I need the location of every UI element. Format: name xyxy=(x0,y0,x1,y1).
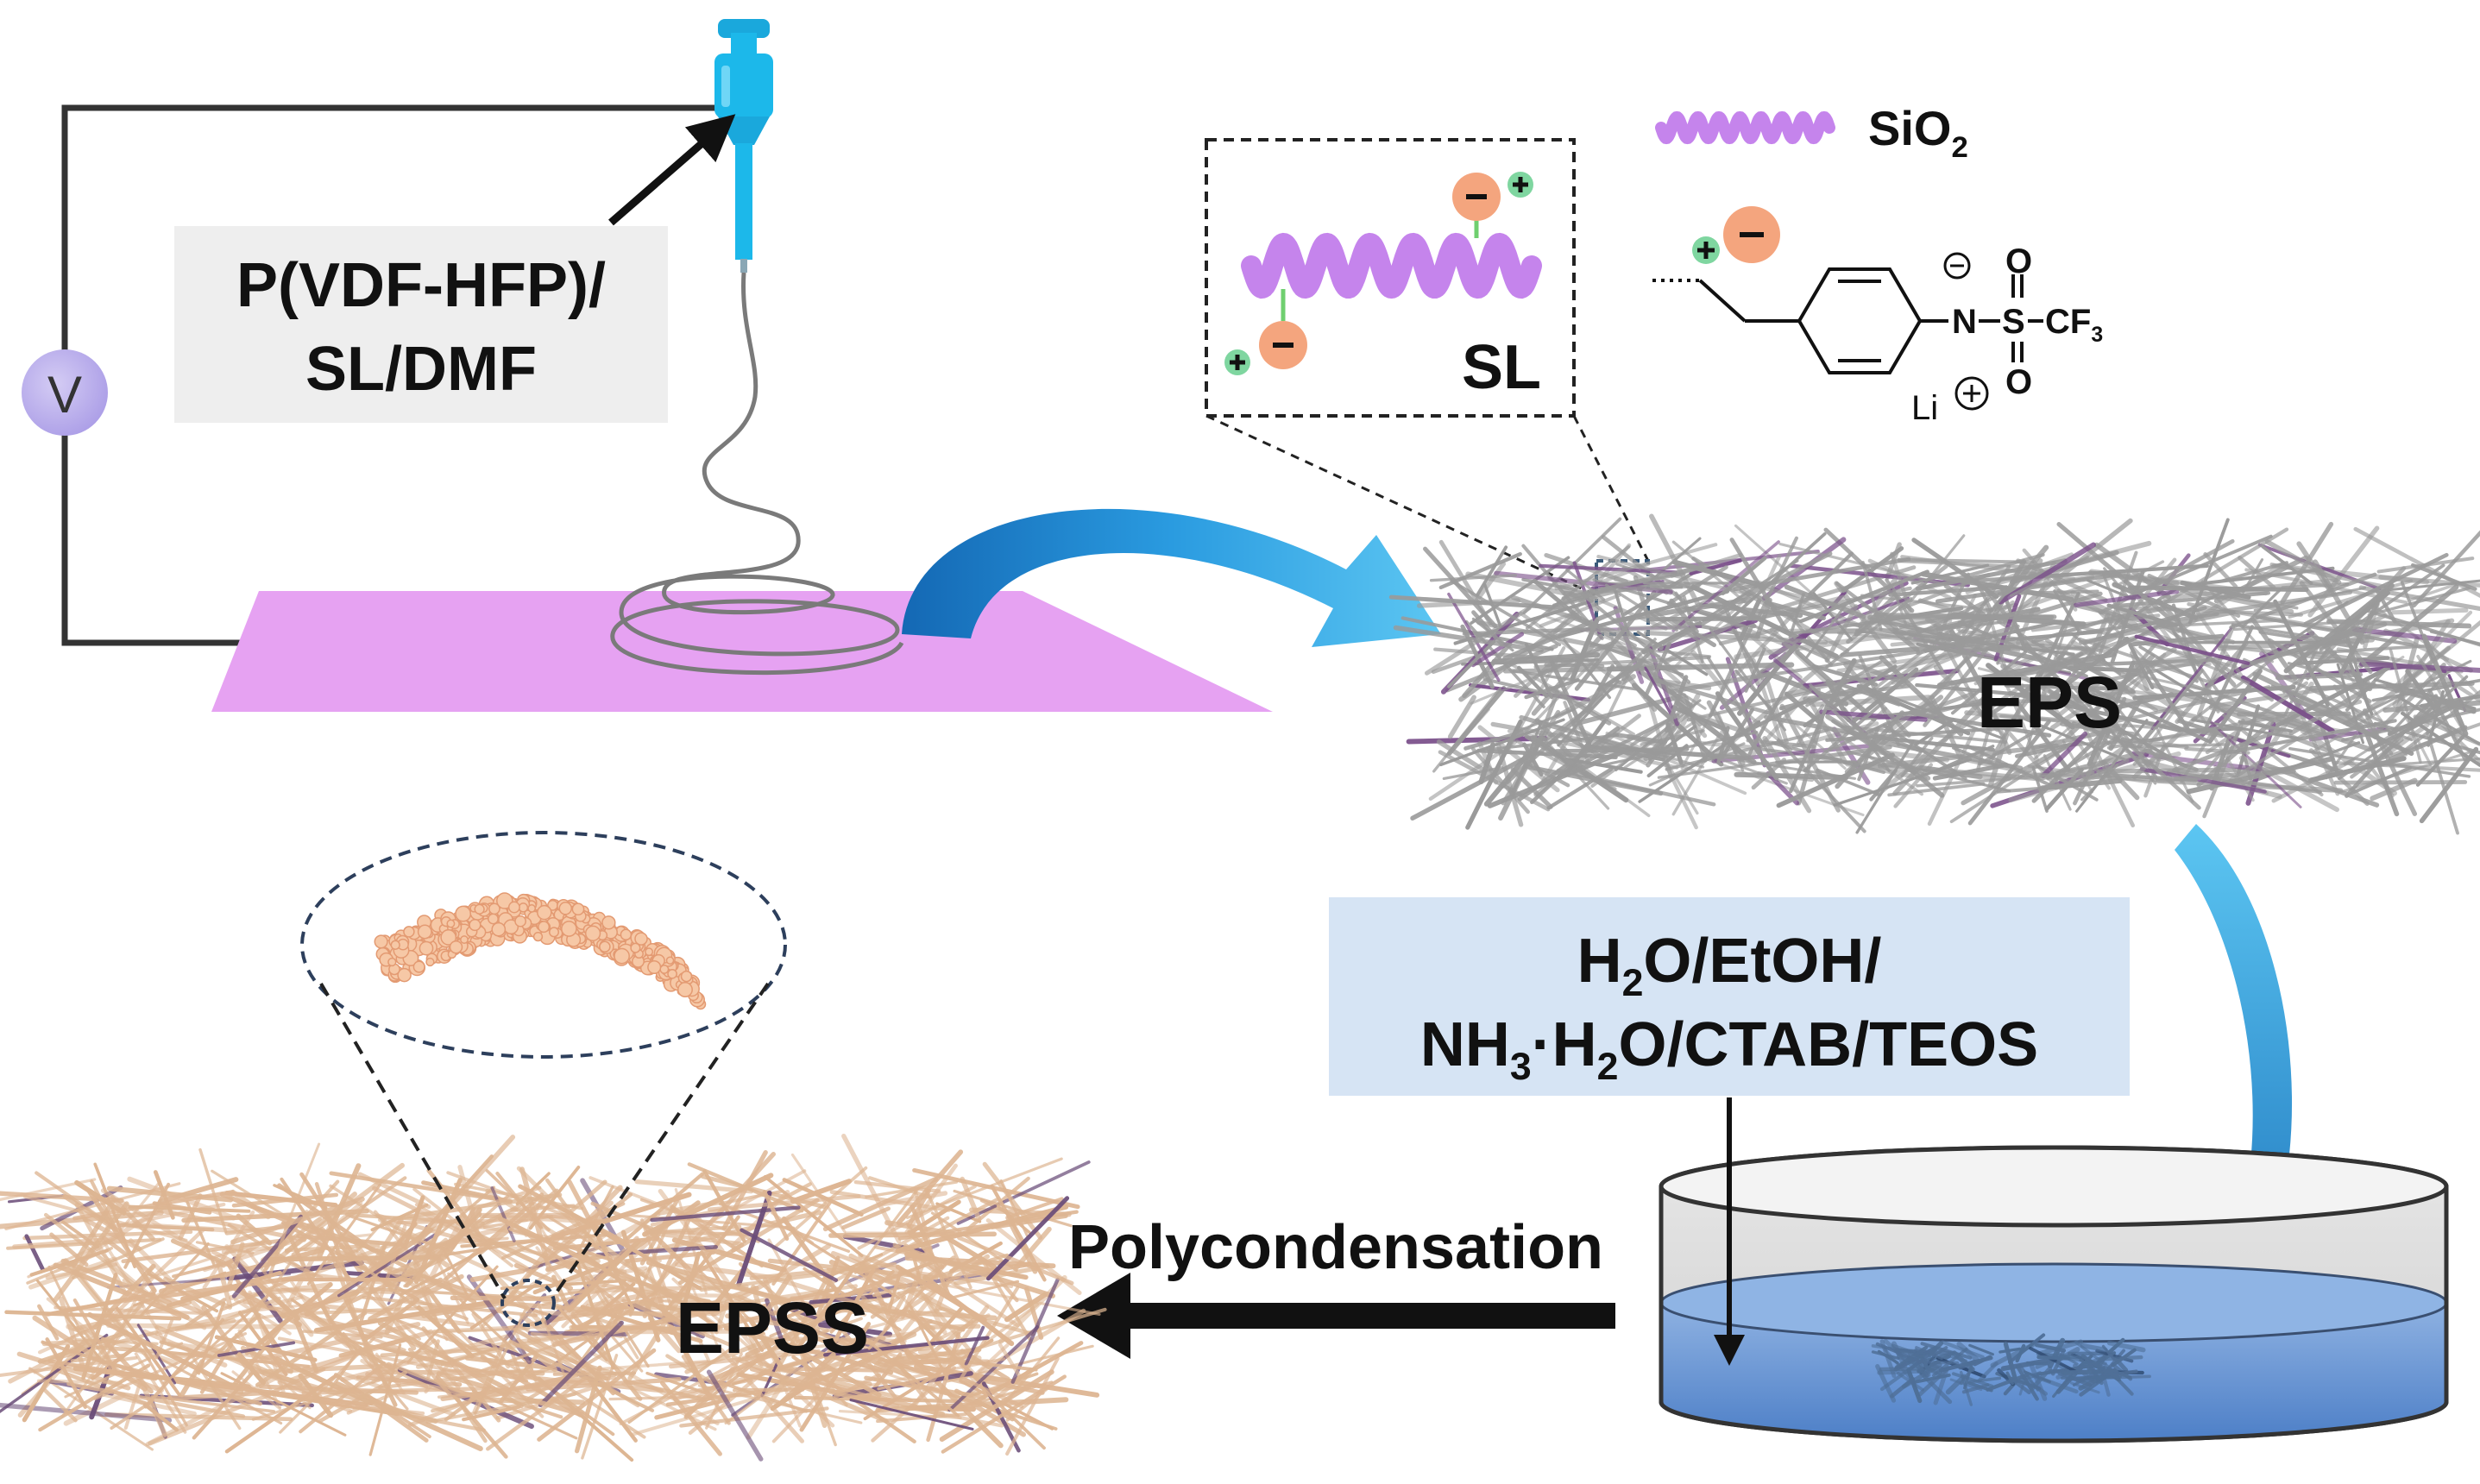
silica-particle xyxy=(475,904,484,914)
silica-particle xyxy=(375,935,387,948)
silica-particle xyxy=(515,916,526,927)
eps-label: EPS xyxy=(1977,662,2122,743)
silica-particle xyxy=(562,921,576,936)
voltage-source: V xyxy=(22,349,108,436)
silica-particle xyxy=(413,961,425,972)
silica-particle xyxy=(572,903,583,915)
silica-particle xyxy=(648,961,661,974)
silica-particle xyxy=(447,920,454,927)
lithium-sulfonylimide-structure: N S O O CF3 Li xyxy=(1652,206,2103,427)
silica-particle xyxy=(450,941,463,953)
silica-particle xyxy=(586,926,601,940)
sio2-legend: SiO2 xyxy=(1661,101,1968,164)
solution-label-line1: P(VDF-HFP)/ xyxy=(236,251,606,320)
chem-lithium: Li xyxy=(1911,389,1938,427)
silica-particle xyxy=(391,940,400,949)
chem-oxygen-bottom: O xyxy=(2005,363,2032,401)
silica-particle xyxy=(509,902,519,912)
epss-label: EPSS xyxy=(676,1287,869,1368)
silica-particle xyxy=(538,906,551,920)
silica-particle xyxy=(469,920,481,931)
fiber-strand xyxy=(1620,627,1678,629)
fiber-strand xyxy=(27,1236,43,1270)
inset-label: SL xyxy=(1462,333,1541,402)
fiber-strand xyxy=(2394,610,2466,613)
silica-particle xyxy=(538,921,549,932)
silica-particle xyxy=(631,943,640,953)
silica-particle xyxy=(519,903,527,912)
silica-particle xyxy=(602,916,615,929)
voltage-label: V xyxy=(47,366,82,424)
sio2-legend-helix xyxy=(1661,117,1829,138)
silica-particle xyxy=(668,970,677,978)
fiber-strand xyxy=(2064,1371,2116,1373)
chem-cf3: CF3 xyxy=(2045,303,2103,347)
silica-particle xyxy=(461,936,468,943)
fiber-strand xyxy=(922,1326,979,1327)
silica-particle xyxy=(559,902,571,915)
silica-particle xyxy=(528,905,535,912)
silica-particle xyxy=(600,941,610,952)
chem-nitrogen: N xyxy=(1952,303,1977,341)
silica-particle xyxy=(456,906,470,921)
silica-particle xyxy=(492,923,505,936)
silica-particle xyxy=(426,959,434,966)
sio2-legend-label: SiO2 xyxy=(1868,101,1968,164)
process-label: Polycondensation xyxy=(1068,1213,1603,1282)
solution-label-line2: SL/DMF xyxy=(305,335,537,404)
silica-particle xyxy=(620,929,631,940)
syringe xyxy=(714,19,773,273)
silica-particle xyxy=(488,914,498,923)
reaction-dish xyxy=(1661,1148,2446,1441)
silica-particle xyxy=(534,933,543,941)
silica-particle xyxy=(388,959,396,966)
fiber-strand xyxy=(2062,1377,2121,1378)
silica-particle xyxy=(645,948,652,955)
polycondensation-arrow: Polycondensation xyxy=(1057,1213,1615,1359)
silica-particle xyxy=(550,928,559,937)
eps-membrane xyxy=(1391,516,2480,833)
reagent-label-box: H2O/EtOH/ NH3·H2O/CTAB/TEOS xyxy=(1329,897,2130,1096)
fiber-strand xyxy=(1409,739,1545,742)
chem-oxygen-top: O xyxy=(2005,242,2032,280)
silica-particle xyxy=(404,927,414,937)
silica-particle xyxy=(682,972,692,982)
fiber-strand xyxy=(39,1381,121,1383)
sl-inset: SL xyxy=(1206,140,1574,416)
silica-particle xyxy=(419,925,431,938)
silica-particle xyxy=(667,957,674,964)
solution-label-box: P(VDF-HFP)/ SL/DMF xyxy=(174,226,668,423)
fiber-strand xyxy=(2131,588,2307,590)
silica-particle xyxy=(678,983,692,997)
fiber-strand xyxy=(1870,617,2055,618)
chem-sulfur: S xyxy=(2002,303,2025,341)
silica-particle xyxy=(614,949,629,964)
fiber-strand xyxy=(2039,1357,2069,1359)
pointer-arrow xyxy=(611,129,718,223)
silica-particle xyxy=(419,942,432,955)
fiber-strand xyxy=(2100,1357,2142,1360)
